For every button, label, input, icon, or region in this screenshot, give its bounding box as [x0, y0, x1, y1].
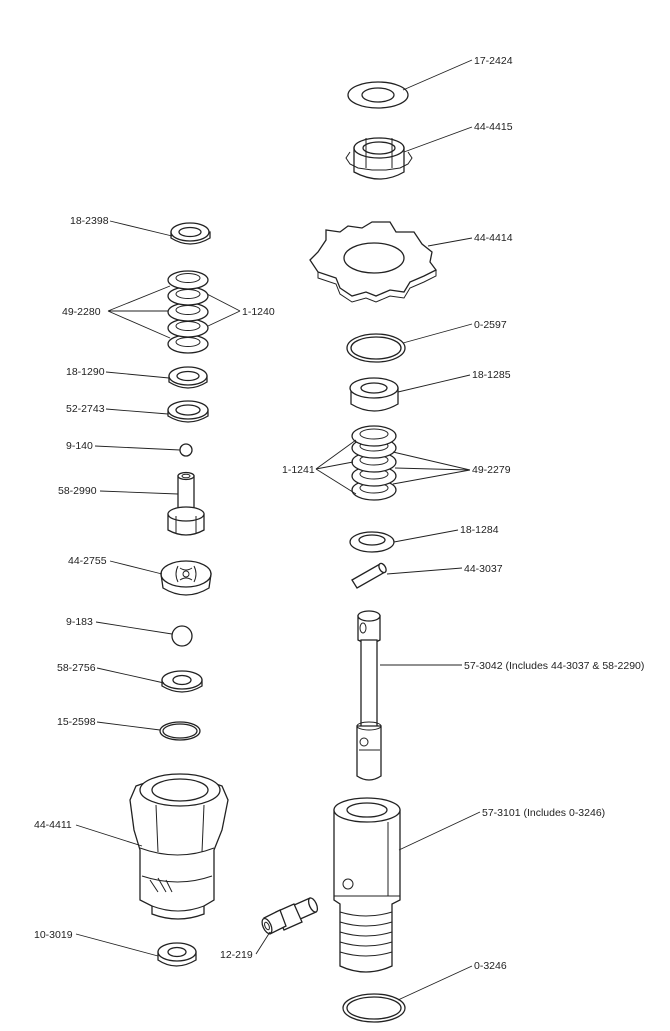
leader-0-2597 [402, 323, 473, 344]
leader-49-2280-a [107, 285, 171, 312]
part-44-4414-star-wrench [309, 221, 437, 303]
part-58-2990-valve-housing [167, 471, 205, 536]
label-1-1240: 1-1240 [242, 306, 275, 318]
label-15-2598: 15-2598 [57, 716, 96, 728]
label-44-3037: 44-3037 [464, 563, 503, 575]
part-44-4415-nut [345, 137, 413, 180]
leader-44-4415 [403, 126, 473, 153]
part-18-1285-bushing [349, 377, 399, 412]
leader-18-1284 [393, 529, 459, 543]
leader-44-2755 [109, 560, 163, 575]
leader-57-3101 [398, 811, 481, 851]
part-9-183-ball [171, 625, 193, 647]
label-44-2755: 44-2755 [68, 555, 107, 567]
part-58-2756-seat [161, 670, 203, 693]
part-18-2398-ring [170, 222, 211, 245]
label-9-140: 9-140 [66, 440, 93, 452]
leader-1-1241-a [315, 439, 357, 470]
leader-18-1290 [105, 371, 170, 379]
part-1-1241-packing-stack [351, 425, 397, 501]
label-17-2424: 17-2424 [474, 55, 513, 67]
leader-49-2279-c [392, 469, 471, 485]
label-57-3101: 57-3101 (Includes 0-3246) [482, 807, 605, 819]
leader-18-2398 [109, 220, 173, 237]
leader-58-2990 [99, 490, 179, 495]
leader-44-4411 [75, 824, 143, 847]
label-49-2280: 49-2280 [62, 306, 101, 318]
part-17-2424-washer [347, 81, 409, 109]
part-57-3101-cylinder [333, 797, 401, 973]
label-18-1284: 18-1284 [460, 524, 499, 536]
part-52-2743-seat [167, 400, 209, 423]
leader-58-2756 [96, 667, 165, 684]
leader-1-1240-a [206, 293, 241, 312]
leader-49-2280-c [107, 310, 171, 339]
label-9-183: 9-183 [66, 616, 93, 628]
leader-9-140 [94, 445, 181, 451]
label-18-1285: 18-1285 [472, 369, 511, 381]
leader-12-219 [255, 931, 271, 955]
label-12-219: 12-219 [220, 949, 253, 961]
label-18-1290: 18-1290 [66, 366, 105, 378]
leader-49-2279-a [392, 451, 471, 471]
label-44-4415: 44-4415 [474, 121, 513, 133]
leader-44-3037 [386, 567, 463, 575]
label-44-4411: 44-4411 [34, 819, 72, 831]
label-58-2990: 58-2990 [58, 485, 97, 497]
leader-52-2743 [105, 408, 169, 415]
leader-1-1241-b [315, 461, 354, 470]
part-57-3042-piston-rod [356, 610, 382, 781]
leader-15-2598 [96, 721, 161, 731]
part-44-3037-pin [351, 562, 387, 589]
part-0-2597-o-ring [346, 333, 406, 363]
leader-0-3246 [397, 965, 473, 1001]
leader-17-2424 [402, 59, 473, 91]
label-0-2597: 0-2597 [474, 319, 507, 331]
part-49-2280-packing-stack [167, 270, 209, 354]
part-18-1290-ring [168, 366, 208, 389]
part-44-4411-foot-valve-housing [129, 773, 229, 920]
label-0-3246: 0-3246 [474, 960, 507, 972]
leader-10-3019 [75, 933, 159, 957]
part-10-3019-nut [157, 942, 197, 967]
part-9-140-ball [179, 443, 193, 457]
leader-1-1241-c [315, 468, 357, 495]
label-52-2743: 52-2743 [66, 403, 105, 415]
leader-49-2279-b [394, 467, 471, 471]
leader-1-1240-b [207, 310, 241, 327]
part-12-219-fitting [261, 897, 319, 935]
part-18-1284-ring [349, 531, 395, 553]
label-57-3042: 57-3042 (Includes 44-3037 & 58-2290) [464, 660, 644, 672]
part-0-3246-o-ring [342, 993, 406, 1023]
leader-18-1285 [397, 374, 471, 393]
label-1-1241: 1-1241 [282, 464, 315, 476]
part-15-2598-o-ring [159, 721, 201, 741]
label-18-2398: 18-2398 [70, 215, 109, 227]
leader-44-4414 [427, 237, 473, 247]
label-10-3019: 10-3019 [34, 929, 73, 941]
label-58-2756: 58-2756 [57, 662, 96, 674]
label-44-4414: 44-4414 [474, 232, 513, 244]
label-49-2279: 49-2279 [472, 464, 511, 476]
part-44-2755-guide [160, 560, 212, 596]
leader-9-183 [95, 621, 173, 635]
